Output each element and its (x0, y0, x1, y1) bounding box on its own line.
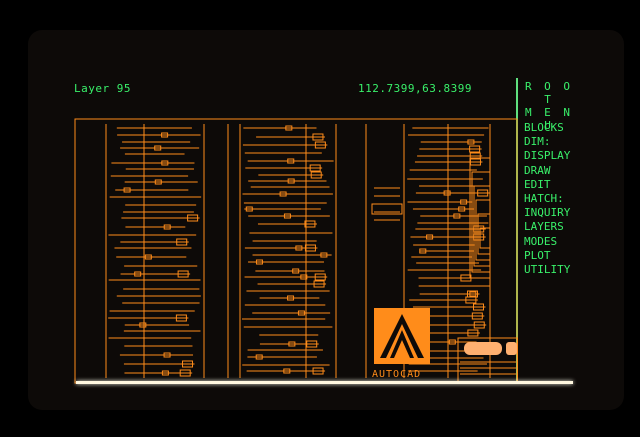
menu-title-line2: M E N U (524, 106, 574, 132)
menu-item-layers[interactable]: LAYERS (524, 220, 564, 234)
drawing-canvas[interactable] (74, 118, 518, 384)
screen-baseline (76, 381, 573, 384)
title-block (457, 337, 518, 383)
menu-item-hatch[interactable]: HATCH: (524, 192, 564, 206)
menu-item-edit[interactable]: EDIT (524, 177, 551, 191)
menu-item-utility[interactable]: UTILITY (524, 263, 571, 277)
layer-indicator: Layer 95 (74, 82, 131, 95)
menu-item-dim[interactable]: DIM: (524, 135, 551, 149)
menu-item-blocks[interactable]: BLOCKS (524, 121, 564, 134)
root-menu-title: R O O T M E N U (522, 80, 576, 132)
menu-item-display[interactable]: DISPLAY (524, 149, 571, 163)
menu-title-line1: R O O T (524, 80, 574, 106)
coordinate-readout: 112.7399,63.8399 (358, 82, 472, 95)
autocad-logo-text: AUTOCAD (372, 369, 422, 380)
menu-item-inquiry[interactable]: INQUIRY (524, 206, 571, 220)
autocad-logo (374, 308, 430, 364)
menu-item-plot[interactable]: PLOT (524, 248, 551, 262)
menu-item-modes[interactable]: MODES (524, 234, 558, 248)
menu-item-draw[interactable]: DRAW (524, 163, 551, 177)
root-menu: BLOCKS DIM: DISPLAY DRAW EDIT HATCH: INQ… (524, 121, 570, 277)
crt-screen (28, 30, 624, 410)
